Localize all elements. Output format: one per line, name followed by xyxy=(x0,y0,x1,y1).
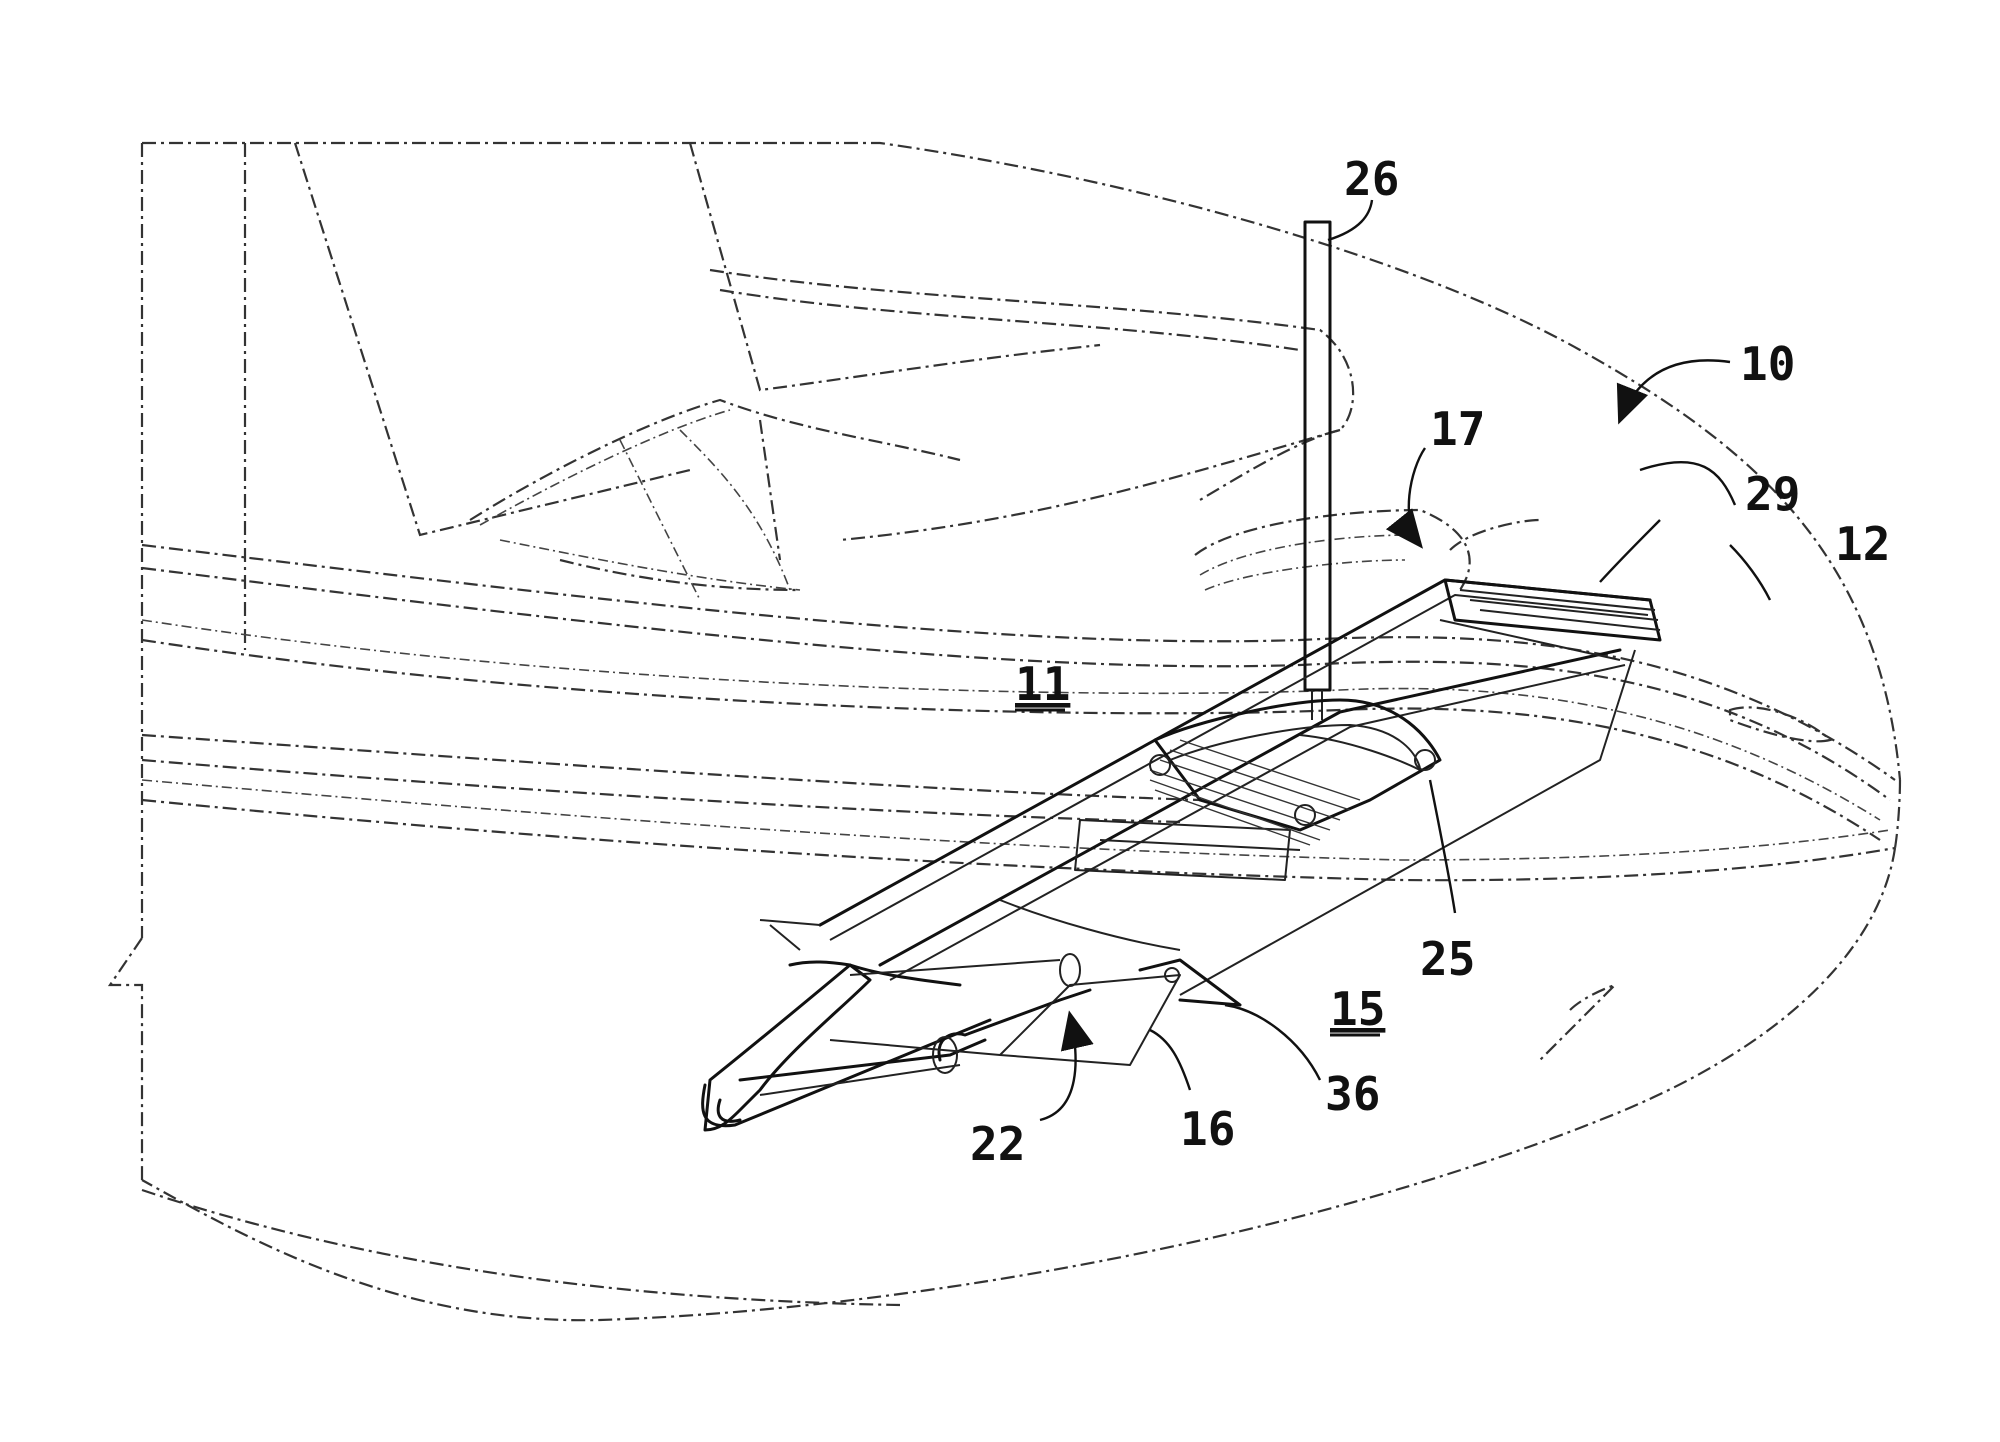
leader-lines xyxy=(1040,200,1770,1120)
label-22: 22 xyxy=(970,1117,1025,1171)
label-29: 29 xyxy=(1745,467,1800,521)
reference-numerals: 26 10 17 29 12 11 25 15 36 16 22 xyxy=(970,152,1890,1171)
label-15: 15 xyxy=(1330,982,1385,1036)
label-17: 17 xyxy=(1430,402,1485,456)
label-12: 12 xyxy=(1835,517,1890,571)
ladder-frame xyxy=(820,580,1660,995)
label-26: 26 xyxy=(1344,152,1399,206)
label-25: 25 xyxy=(1420,932,1475,986)
label-10: 10 xyxy=(1740,337,1795,391)
label-36: 36 xyxy=(1325,1067,1380,1121)
label-16: 16 xyxy=(1180,1102,1235,1156)
label-11: 11 xyxy=(1015,657,1070,711)
latch-25 xyxy=(1150,700,1440,845)
ladder-22 xyxy=(703,954,1090,1130)
console-and-cockpit xyxy=(295,143,1830,741)
